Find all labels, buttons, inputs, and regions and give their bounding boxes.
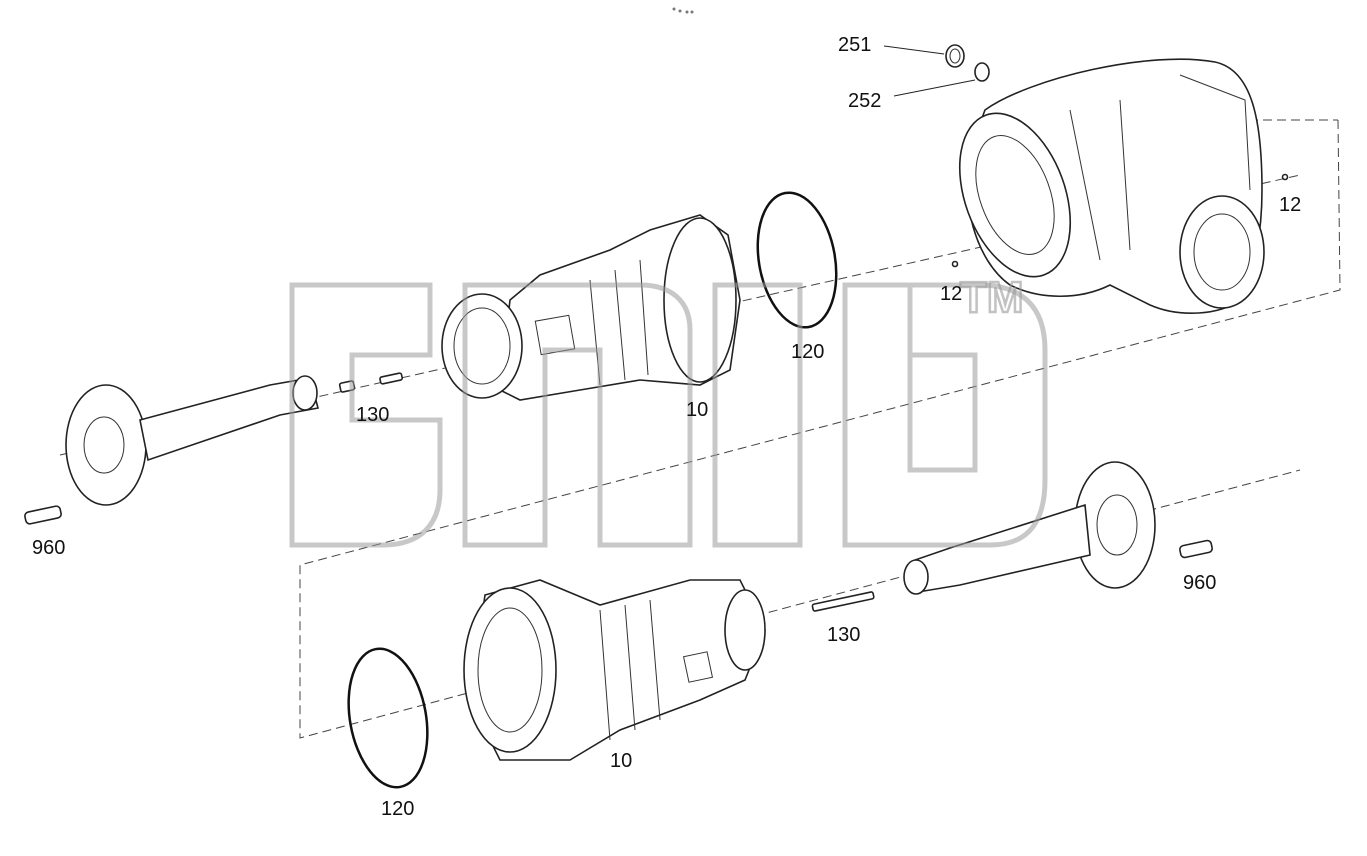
- label-252: 252: [848, 90, 881, 112]
- label-130-bottom: 130: [827, 624, 860, 646]
- watermark-logo: TM: [289, 272, 1048, 548]
- screw-12-right: [1281, 173, 1289, 181]
- label-120-top: 120: [791, 341, 824, 363]
- axle-shaft-right: [903, 461, 1156, 595]
- screw-12-left: [951, 260, 959, 268]
- stud-960-left: [24, 505, 62, 525]
- label-12-left: 12: [940, 283, 962, 305]
- axle-housing-10-bottom: [463, 579, 766, 761]
- label-10-bottom: 10: [610, 750, 632, 772]
- label-960-right: 960: [1183, 572, 1216, 594]
- stud-960-right: [1179, 539, 1213, 559]
- axle-housing-10-top: [441, 214, 741, 401]
- o-ring-120-bottom: [347, 647, 429, 789]
- label-960-left: 960: [32, 537, 65, 559]
- top-marker: [672, 7, 694, 14]
- breather-251: [945, 44, 965, 68]
- label-12-right: 12: [1279, 194, 1301, 216]
- leader-lines: [883, 45, 976, 97]
- label-10-top: 10: [686, 399, 708, 421]
- label-120-bottom: 120: [381, 798, 414, 820]
- axle-shaft-left: [65, 375, 319, 506]
- seal-ring-252: [974, 62, 990, 82]
- o-ring-120-top: [756, 191, 838, 329]
- differential-housing: [958, 58, 1265, 314]
- label-130-top: 130: [356, 404, 389, 426]
- bolt-130-bottom: [811, 591, 875, 612]
- bolt-130-top: [338, 372, 404, 393]
- label-251: 251: [838, 34, 871, 56]
- callout-labels: 251 252 12 12 120 130 10 960 960 130 10 …: [32, 34, 1301, 820]
- watermark-trademark: TM: [960, 273, 1024, 322]
